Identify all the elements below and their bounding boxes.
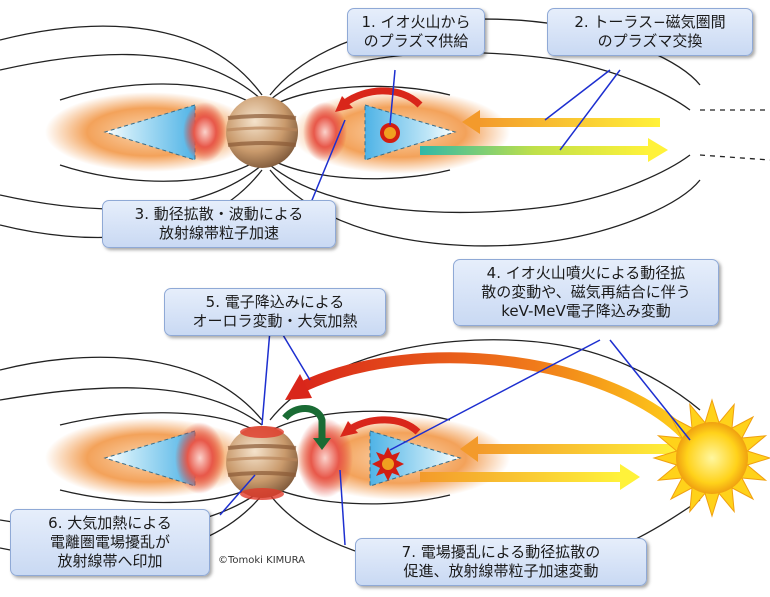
- label-3-radial-diffusion: 3. 動径拡散・波動による 放射線帯粒子加速: [102, 200, 336, 248]
- label-4-line-2: 散の変動や、磁気再結合に伴う: [481, 283, 691, 301]
- big-arc-arrowhead: [285, 374, 312, 400]
- label-3-line-1: 3. 動径拡散・波動による: [134, 205, 304, 223]
- leader-lines-top: [309, 69, 621, 206]
- big-arc-arrow: [297, 352, 695, 444]
- inflow-arrow-shaft-b: [478, 444, 678, 454]
- copyright-credit: ©Tomoki KIMURA: [218, 555, 305, 566]
- label-3-line-2: 放射線帯粒子加速: [158, 224, 279, 242]
- io-top: [380, 123, 400, 143]
- outflow-arrow-shaft: [420, 146, 648, 155]
- inflow-arrow-shaft: [480, 118, 660, 127]
- label-5-aurora-variation: 5. 電子降込みによる オーロラ変動・大気加熱: [164, 288, 386, 336]
- label-7-line-1: 7. 電場擾乱による動径拡散の: [401, 543, 601, 561]
- sun-disk: [676, 422, 748, 494]
- label-1-line-2: のプラズマ供給: [363, 32, 469, 50]
- radiation-belt-right: [364, 104, 457, 161]
- io-supply-arrow-b: [350, 416, 421, 435]
- aurora-right-b: [297, 418, 353, 498]
- label-2-line-2: のプラズマ交換: [597, 32, 703, 50]
- label-5-line-2: オーロラ変動・大気加熱: [192, 312, 358, 330]
- jupiter-bottom: [226, 426, 298, 500]
- label-7-field-disturbance: 7. 電場擾乱による動径拡散の 促進、放射線帯粒子加速変動: [355, 538, 647, 586]
- label-2-plasma-exchange: 2. トーラス−磁気圏間 のプラズマ交換: [547, 8, 753, 56]
- jupiter-top: [226, 96, 298, 168]
- io-supply-arrowhead: [335, 96, 353, 112]
- label-4-eruption-variation: 4. イオ火山噴火による動径拡 散の変動や、磁気再結合に伴う keV-MeV電子…: [453, 259, 719, 326]
- io-supply-arrowhead-b: [340, 421, 358, 437]
- field-disturbance-arrow: [282, 405, 326, 440]
- inflow-arrowhead-b: [460, 436, 478, 462]
- outflow-arrowhead: [648, 138, 668, 162]
- field-disturbance-arrowhead: [313, 438, 331, 450]
- outflow-arrow-shaft-b: [420, 472, 620, 482]
- label-4-line-3: keV-MeV電子降込み変動: [501, 302, 671, 320]
- radiation-belt-left-b: [103, 430, 196, 487]
- label-6-ionosphere-field: 6. 大気加熱による 電離圏電場擾乱が 放射線帯へ印加: [10, 509, 210, 576]
- io-supply-arrow: [342, 87, 423, 108]
- label-5-line-1: 5. 電子降込みによる: [205, 293, 345, 311]
- label-1-io-volcano: 1. イオ火山から のプラズマ供給: [347, 8, 485, 56]
- label-7-line-2: 促進、放射線帯粒子加速変動: [403, 562, 599, 580]
- aurora-right: [303, 102, 347, 162]
- leader-lines-bottom: [219, 329, 691, 546]
- label-2-line-1: 2. トーラス−磁気圏間: [574, 13, 726, 31]
- label-4-line-1: 4. イオ火山噴火による動径拡: [486, 264, 686, 282]
- inflow-arrowhead: [462, 110, 480, 134]
- aurora-left: [183, 102, 227, 162]
- aurora-left-b: [175, 422, 225, 494]
- io-eruption: [372, 447, 404, 481]
- outflow-arrowhead-b: [620, 464, 640, 490]
- label-1-line-1: 1. イオ火山から: [361, 13, 471, 31]
- bottom-panel: [0, 329, 770, 572]
- radiation-belt-left: [103, 104, 196, 161]
- label-6-line-3: 放射線帯へ印加: [57, 552, 163, 570]
- label-6-line-1: 6. 大気加熱による: [48, 514, 172, 532]
- top-panel: [0, 18, 770, 247]
- sun-icon: [652, 398, 770, 518]
- label-6-line-2: 電離圏電場擾乱が: [49, 533, 170, 551]
